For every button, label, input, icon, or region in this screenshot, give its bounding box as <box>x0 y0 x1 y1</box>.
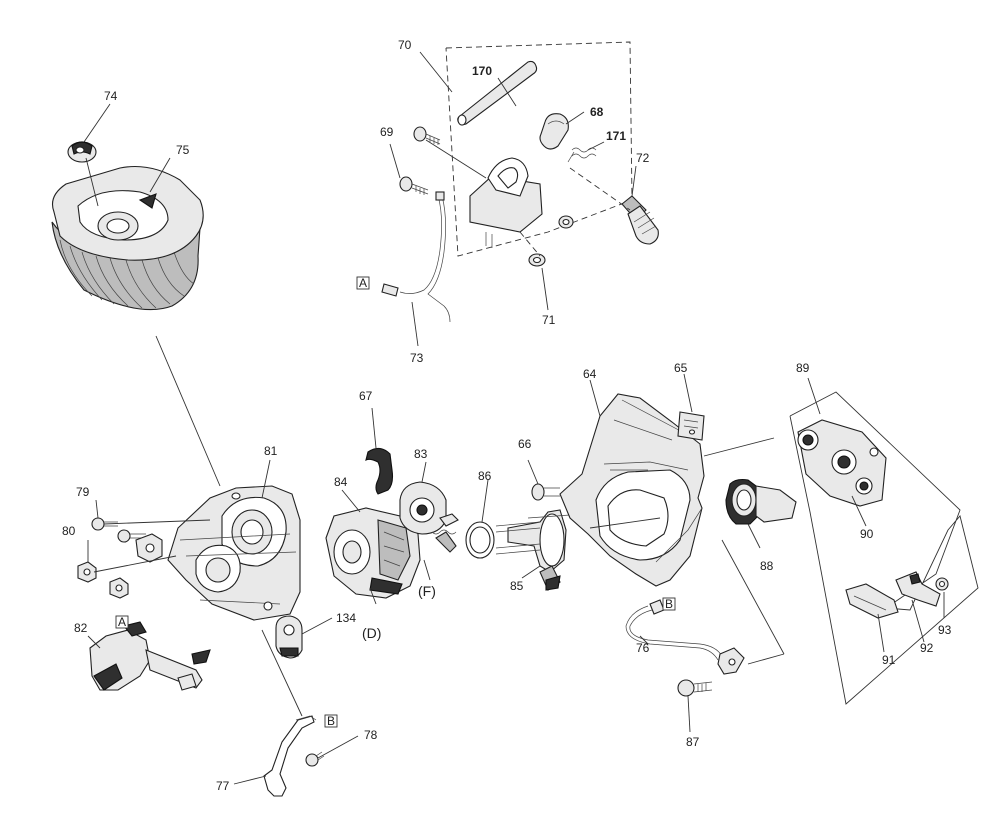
part-69-screw-upper <box>413 126 441 145</box>
part-label-89: 89 <box>796 361 810 375</box>
part-86-gasket-ring <box>465 521 495 559</box>
part-88-intake-boot <box>725 478 797 525</box>
part-label-91: 91 <box>882 653 896 667</box>
part-label-66: 66 <box>518 437 532 451</box>
ignition-group <box>381 41 659 347</box>
part-label-67: 67 <box>359 389 373 403</box>
part-73-ground-wire <box>381 191 451 323</box>
part-72-spark-plug <box>621 195 659 245</box>
part-81-carburetor-housing <box>167 485 301 621</box>
part-label-69: 69 <box>380 125 394 139</box>
part-65-plate <box>677 411 705 441</box>
part-80-nut <box>77 561 129 599</box>
connector-a1: A <box>356 276 370 290</box>
part-87-screw <box>677 679 713 697</box>
part-label-D: (D) <box>362 625 381 641</box>
part-label-75: 75 <box>176 143 190 157</box>
connector-label: A <box>359 276 367 290</box>
part-label-74: 74 <box>104 89 118 103</box>
part-66-bolt <box>531 483 560 501</box>
flange-kit-outline <box>789 391 979 705</box>
part-label-88: 88 <box>760 559 774 573</box>
part-78-screw <box>305 751 325 767</box>
connector-b2: B <box>324 714 338 728</box>
part-label-87: 87 <box>686 735 700 749</box>
part-label-171: 171 <box>606 129 626 143</box>
part-134-damper <box>275 615 303 659</box>
part-label-79: 79 <box>76 485 90 499</box>
part-label-71: 71 <box>542 313 556 327</box>
air-filter-group <box>51 103 221 487</box>
part-label-134: 134 <box>336 611 356 625</box>
part-71-nut-lower <box>528 253 546 267</box>
connector-label: A <box>118 615 126 629</box>
wire-and-screw-group <box>625 599 745 733</box>
part-label-78: 78 <box>364 728 378 742</box>
part-76-switch-wire <box>625 599 745 675</box>
part-label-80: 80 <box>62 524 76 538</box>
part-label-86: 86 <box>478 469 492 483</box>
part-75-air-filter <box>51 165 204 311</box>
connector-label: B <box>327 714 335 728</box>
part-170-fuel-line-tube <box>457 60 538 126</box>
part-label-65: 65 <box>674 361 688 375</box>
part-label-68: 68 <box>590 105 604 119</box>
carburetor-group <box>325 407 459 605</box>
part-171-spring <box>567 147 597 163</box>
part-79-screw <box>91 517 146 543</box>
ignition-kit-dashed-box <box>445 41 633 257</box>
connector-a2: A <box>115 615 129 629</box>
intake-group <box>465 373 797 665</box>
part-label-170: 170 <box>472 64 492 78</box>
part-label-85: 85 <box>510 579 524 593</box>
connector-b1: B <box>662 597 676 611</box>
part-label-93: 93 <box>938 623 952 637</box>
part-label-90: 90 <box>860 527 874 541</box>
part-label-83: 83 <box>414 447 428 461</box>
bracket-part <box>135 533 163 563</box>
part-74-filter-knob <box>67 141 97 163</box>
part-label-92: 92 <box>920 641 934 655</box>
part-83-fuel-pump <box>399 481 459 553</box>
part-label-76: 76 <box>636 641 650 655</box>
part-label-70: 70 <box>398 38 412 52</box>
part-label-77: 77 <box>216 779 230 793</box>
part-label-64: 64 <box>583 367 597 381</box>
flange-group <box>789 377 979 705</box>
part-71-nut-upper <box>558 215 574 229</box>
part-92-clip <box>895 571 941 607</box>
part-label-72: 72 <box>636 151 650 165</box>
part-90-flange <box>797 419 887 507</box>
part-93-screw <box>935 577 949 591</box>
ignition-module <box>469 157 543 248</box>
part-91-reed-plate <box>845 583 899 619</box>
connector-label: B <box>665 597 673 611</box>
part-84-carburetor <box>325 507 421 599</box>
part-label-F: (F) <box>418 583 436 599</box>
part-64-carburetor-box <box>559 393 705 587</box>
part-85-intake-manifold <box>495 509 585 591</box>
part-label-82: 82 <box>74 621 88 635</box>
part-67-impulse-hose <box>365 447 394 495</box>
carburetor-housing-group <box>77 459 359 797</box>
part-77-bracket <box>263 715 317 797</box>
part-69-screw-lower <box>399 176 429 195</box>
part-label-81: 81 <box>264 444 278 458</box>
part-68-spark-plug-boot <box>539 113 569 150</box>
part-82-throttle-lever <box>89 621 211 691</box>
part-label-84: 84 <box>334 475 348 489</box>
part-label-73: 73 <box>410 351 424 365</box>
